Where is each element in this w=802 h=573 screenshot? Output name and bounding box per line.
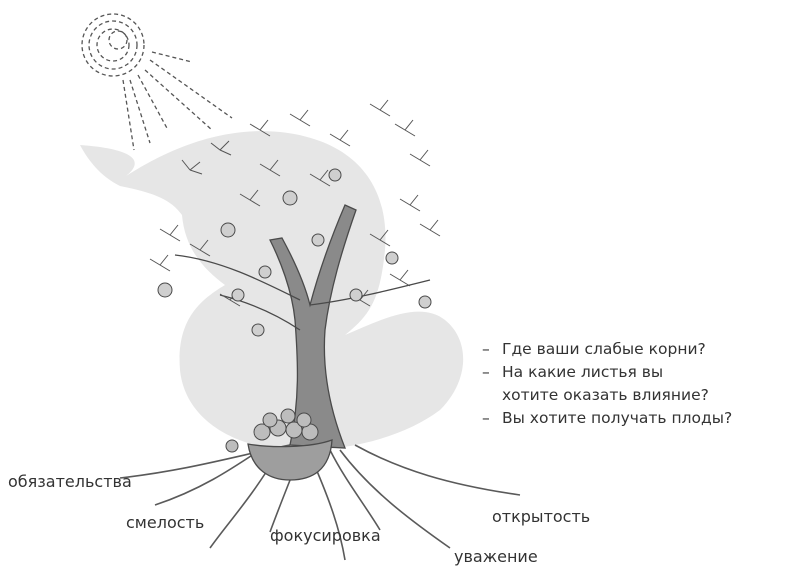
question-text: Где ваши слабые корни? bbox=[502, 338, 732, 361]
question-item: – Где ваши слабые корни? bbox=[482, 338, 732, 361]
question-text: На какие листья вы хотите оказать влияни… bbox=[502, 361, 712, 407]
questions-list: – Где ваши слабые корни? – На какие лист… bbox=[482, 338, 732, 430]
question-text: Вы хотите получать плоды? bbox=[502, 407, 732, 430]
root-label-commitment: обязательства bbox=[8, 472, 132, 491]
question-dash: – bbox=[482, 407, 490, 430]
root-label-courage: смелость bbox=[126, 513, 204, 532]
sun-icon bbox=[82, 14, 232, 150]
backdrop-shape bbox=[80, 131, 463, 450]
root-label-openness: открытость bbox=[492, 507, 590, 526]
question-dash: – bbox=[482, 361, 490, 384]
root-label-respect: уважение bbox=[454, 547, 538, 566]
root-label-focus: фокусировка bbox=[270, 526, 381, 545]
question-dash: – bbox=[482, 338, 490, 361]
question-item: – На какие листья вы хотите оказать влия… bbox=[482, 361, 732, 407]
question-item: – Вы хотите получать плоды? bbox=[482, 407, 732, 430]
